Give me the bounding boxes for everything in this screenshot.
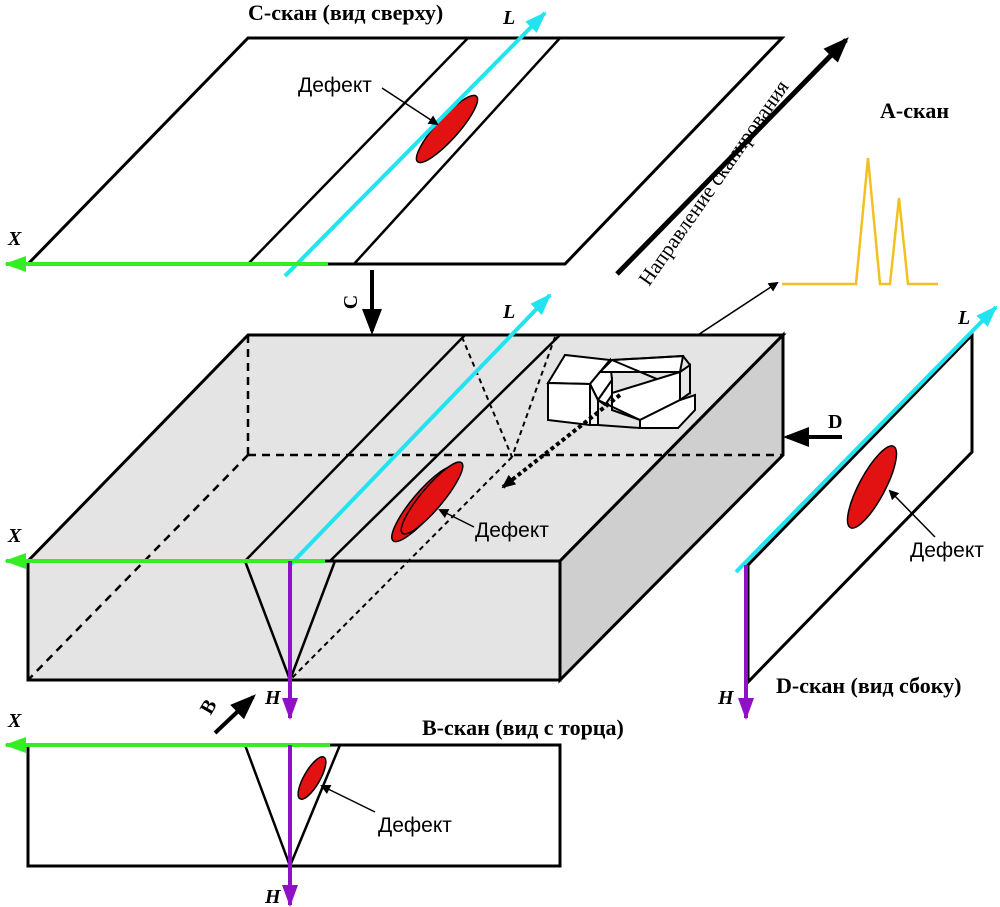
c-scan-l-label: L <box>502 7 515 29</box>
beam-plane-dashed <box>461 336 513 458</box>
c-scan-panel: С-скан (вид сверху) Дефект X L <box>4 0 786 278</box>
c-view-arrow: C <box>340 270 382 335</box>
b-scan-defect-label: Дефект <box>378 814 452 837</box>
a-scan-signal <box>782 157 938 286</box>
ultrasonic-beam <box>501 393 622 489</box>
d-scan-l-axis <box>734 305 998 574</box>
c-scan-plane <box>24 36 786 266</box>
block-scan-line <box>244 334 466 562</box>
b-scan-panel: В-скан (вид с торца) Дефект X H <box>4 710 624 907</box>
b-view-arrow: B <box>196 694 256 735</box>
d-scan-l-label: L <box>957 307 970 329</box>
b-scan-triangle <box>243 744 292 867</box>
c-scan-l-axis <box>283 11 547 278</box>
block-front-face <box>26 559 562 682</box>
d-scan-defect-leader <box>888 489 936 538</box>
block-x-label: X <box>7 525 22 547</box>
c-scan-title: С-скан (вид сверху) <box>248 0 443 25</box>
d-scan-defect-shape <box>846 445 898 529</box>
b-scan-triangle <box>288 744 342 867</box>
d-scan-title: D-скан (вид сбоку) <box>776 673 961 698</box>
beam-plane-dashed <box>289 456 513 681</box>
b-scan-x-label: X <box>7 710 22 732</box>
c-scan-guide-line <box>353 37 561 265</box>
b-plane-triangle <box>243 560 292 681</box>
d-scan-h-label: H <box>717 687 735 709</box>
block-hidden-edge <box>27 454 249 681</box>
b-scan-title: В-скан (вид с торца) <box>422 715 624 740</box>
b-view-label: B <box>196 696 222 719</box>
transducer-probe <box>546 353 696 429</box>
block-h-label: H <box>264 687 282 709</box>
b-plane-triangle <box>288 560 337 681</box>
beam-plane-dashed <box>511 336 556 458</box>
d-view-label: D <box>828 411 842 433</box>
c-scan-defect-label: Дефект <box>298 74 372 97</box>
b-scan-defect-leader <box>320 785 376 813</box>
block-defect-shape <box>391 461 464 543</box>
scan-direction-arrow <box>615 37 849 276</box>
block-defect-leader <box>438 509 475 528</box>
c-scan-x-label: X <box>7 228 22 250</box>
c-scan-defect-leader <box>381 87 439 126</box>
b-scan-defect-shape <box>297 756 327 800</box>
block-l-label: L <box>502 301 515 323</box>
a-scan-title: А-скан <box>880 98 949 123</box>
block-l-axis <box>288 293 552 567</box>
d-scan-defect-label: Дефект <box>910 539 984 562</box>
b-scan-plane <box>26 743 562 868</box>
d-view-arrow: D <box>783 411 842 447</box>
block-scan-line <box>329 334 561 562</box>
c-view-label: C <box>340 295 362 309</box>
b-scan-h-label: H <box>264 886 282 907</box>
c-scan-guide-line <box>247 37 469 265</box>
block-defect-label: Дефект <box>475 519 549 542</box>
d-scan-panel: Дефект L H D-скан (вид сбоку) <box>717 305 998 720</box>
test-block: X L H Дефект <box>4 293 787 720</box>
